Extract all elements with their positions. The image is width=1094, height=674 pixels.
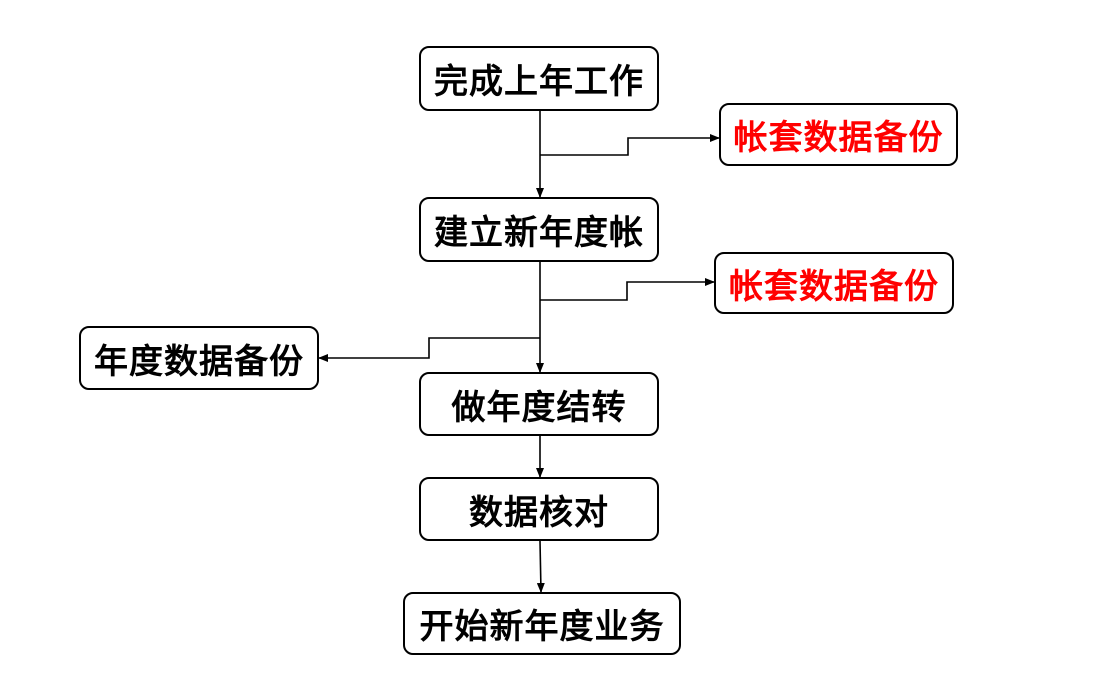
branch-label: 帐套数据备份	[733, 118, 944, 158]
arrow-step1-to-backup1	[540, 134, 720, 156]
step-label: 数据核对	[469, 492, 609, 533]
branch-account-set-backup-1: 帐套数据备份	[719, 103, 958, 166]
step-label: 做年度结转	[451, 387, 627, 428]
arrow-step4-to-step5	[536, 540, 545, 593]
step-year-end-carryover: 做年度结转	[419, 372, 659, 436]
step-label: 完成上年工作	[434, 62, 644, 102]
step-create-new-year-account: 建立新年度帐	[419, 197, 659, 262]
step-complete-previous-year: 完成上年工作	[419, 46, 659, 111]
step-data-verification: 数据核对	[419, 477, 659, 541]
step-label: 建立新年度帐	[434, 213, 644, 253]
arrow-step2-to-backup3	[318, 337, 540, 362]
arrow-step2-to-backup2	[540, 278, 715, 301]
step-label: 开始新年度业务	[419, 607, 665, 647]
branch-label: 年度数据备份	[94, 341, 304, 382]
branch-label: 帐套数据备份	[729, 266, 939, 307]
branch-annual-data-backup: 年度数据备份	[79, 326, 319, 390]
step-start-new-year-business: 开始新年度业务	[403, 592, 681, 655]
branch-account-set-backup-2: 帐套数据备份	[714, 252, 954, 314]
